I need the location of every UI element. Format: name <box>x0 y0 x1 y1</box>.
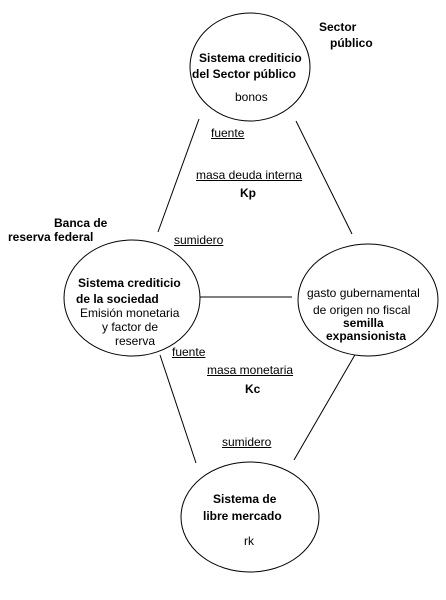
node-market-title-2: libre mercado <box>203 509 282 523</box>
node-society-title-2: de la sociedad <box>76 292 159 306</box>
label-kp: Kp <box>240 186 256 200</box>
node-society-detail-2: y factor de <box>102 320 159 334</box>
node-public-title-2: del Sector público <box>192 67 297 81</box>
label-masa-deuda: masa deuda interna <box>196 168 303 182</box>
label-fuente-top: fuente <box>211 126 245 140</box>
edge-public-society <box>157 118 200 233</box>
node-spending-line-3: semilla <box>343 316 384 330</box>
node-spending-ellipse <box>297 243 439 357</box>
node-spending-line-1: gasto gubernamental <box>307 286 420 300</box>
label-sumidero-top: sumidero <box>174 233 224 247</box>
node-public-ellipse <box>189 12 311 122</box>
label-fuente-bottom: fuente <box>172 345 206 359</box>
label-sumidero-bottom: sumidero <box>222 435 272 449</box>
node-market-detail: rk <box>244 534 254 548</box>
node-society-detail-1: Emisión monetaria <box>80 306 180 320</box>
node-society-detail-3: reserva <box>115 334 156 348</box>
edge-public-spending <box>295 120 353 235</box>
label-banca-1: Banca de <box>54 216 108 230</box>
label-banca-2: reserva federal <box>8 230 94 244</box>
node-society-ellipse <box>63 239 201 357</box>
node-society-title-1: Sistema crediticio <box>78 276 181 290</box>
node-market-ellipse <box>180 461 320 573</box>
label-sector-publico-1: Sector <box>319 20 357 34</box>
label-masa-monetaria: masa monetaria <box>207 363 294 377</box>
label-sector-publico-2: público <box>330 36 373 50</box>
node-spending-line-4: expansionista <box>326 329 407 343</box>
node-market-title-1: Sistema de <box>213 492 277 506</box>
node-public-title-1: Sistema crediticio <box>199 51 302 65</box>
label-kc: Kc <box>245 382 261 396</box>
edge-spending-market <box>293 352 357 461</box>
node-public-detail: bonos <box>235 90 268 104</box>
node-spending-line-2: de origen no fiscal <box>313 303 411 317</box>
edge-society-market <box>159 354 197 464</box>
